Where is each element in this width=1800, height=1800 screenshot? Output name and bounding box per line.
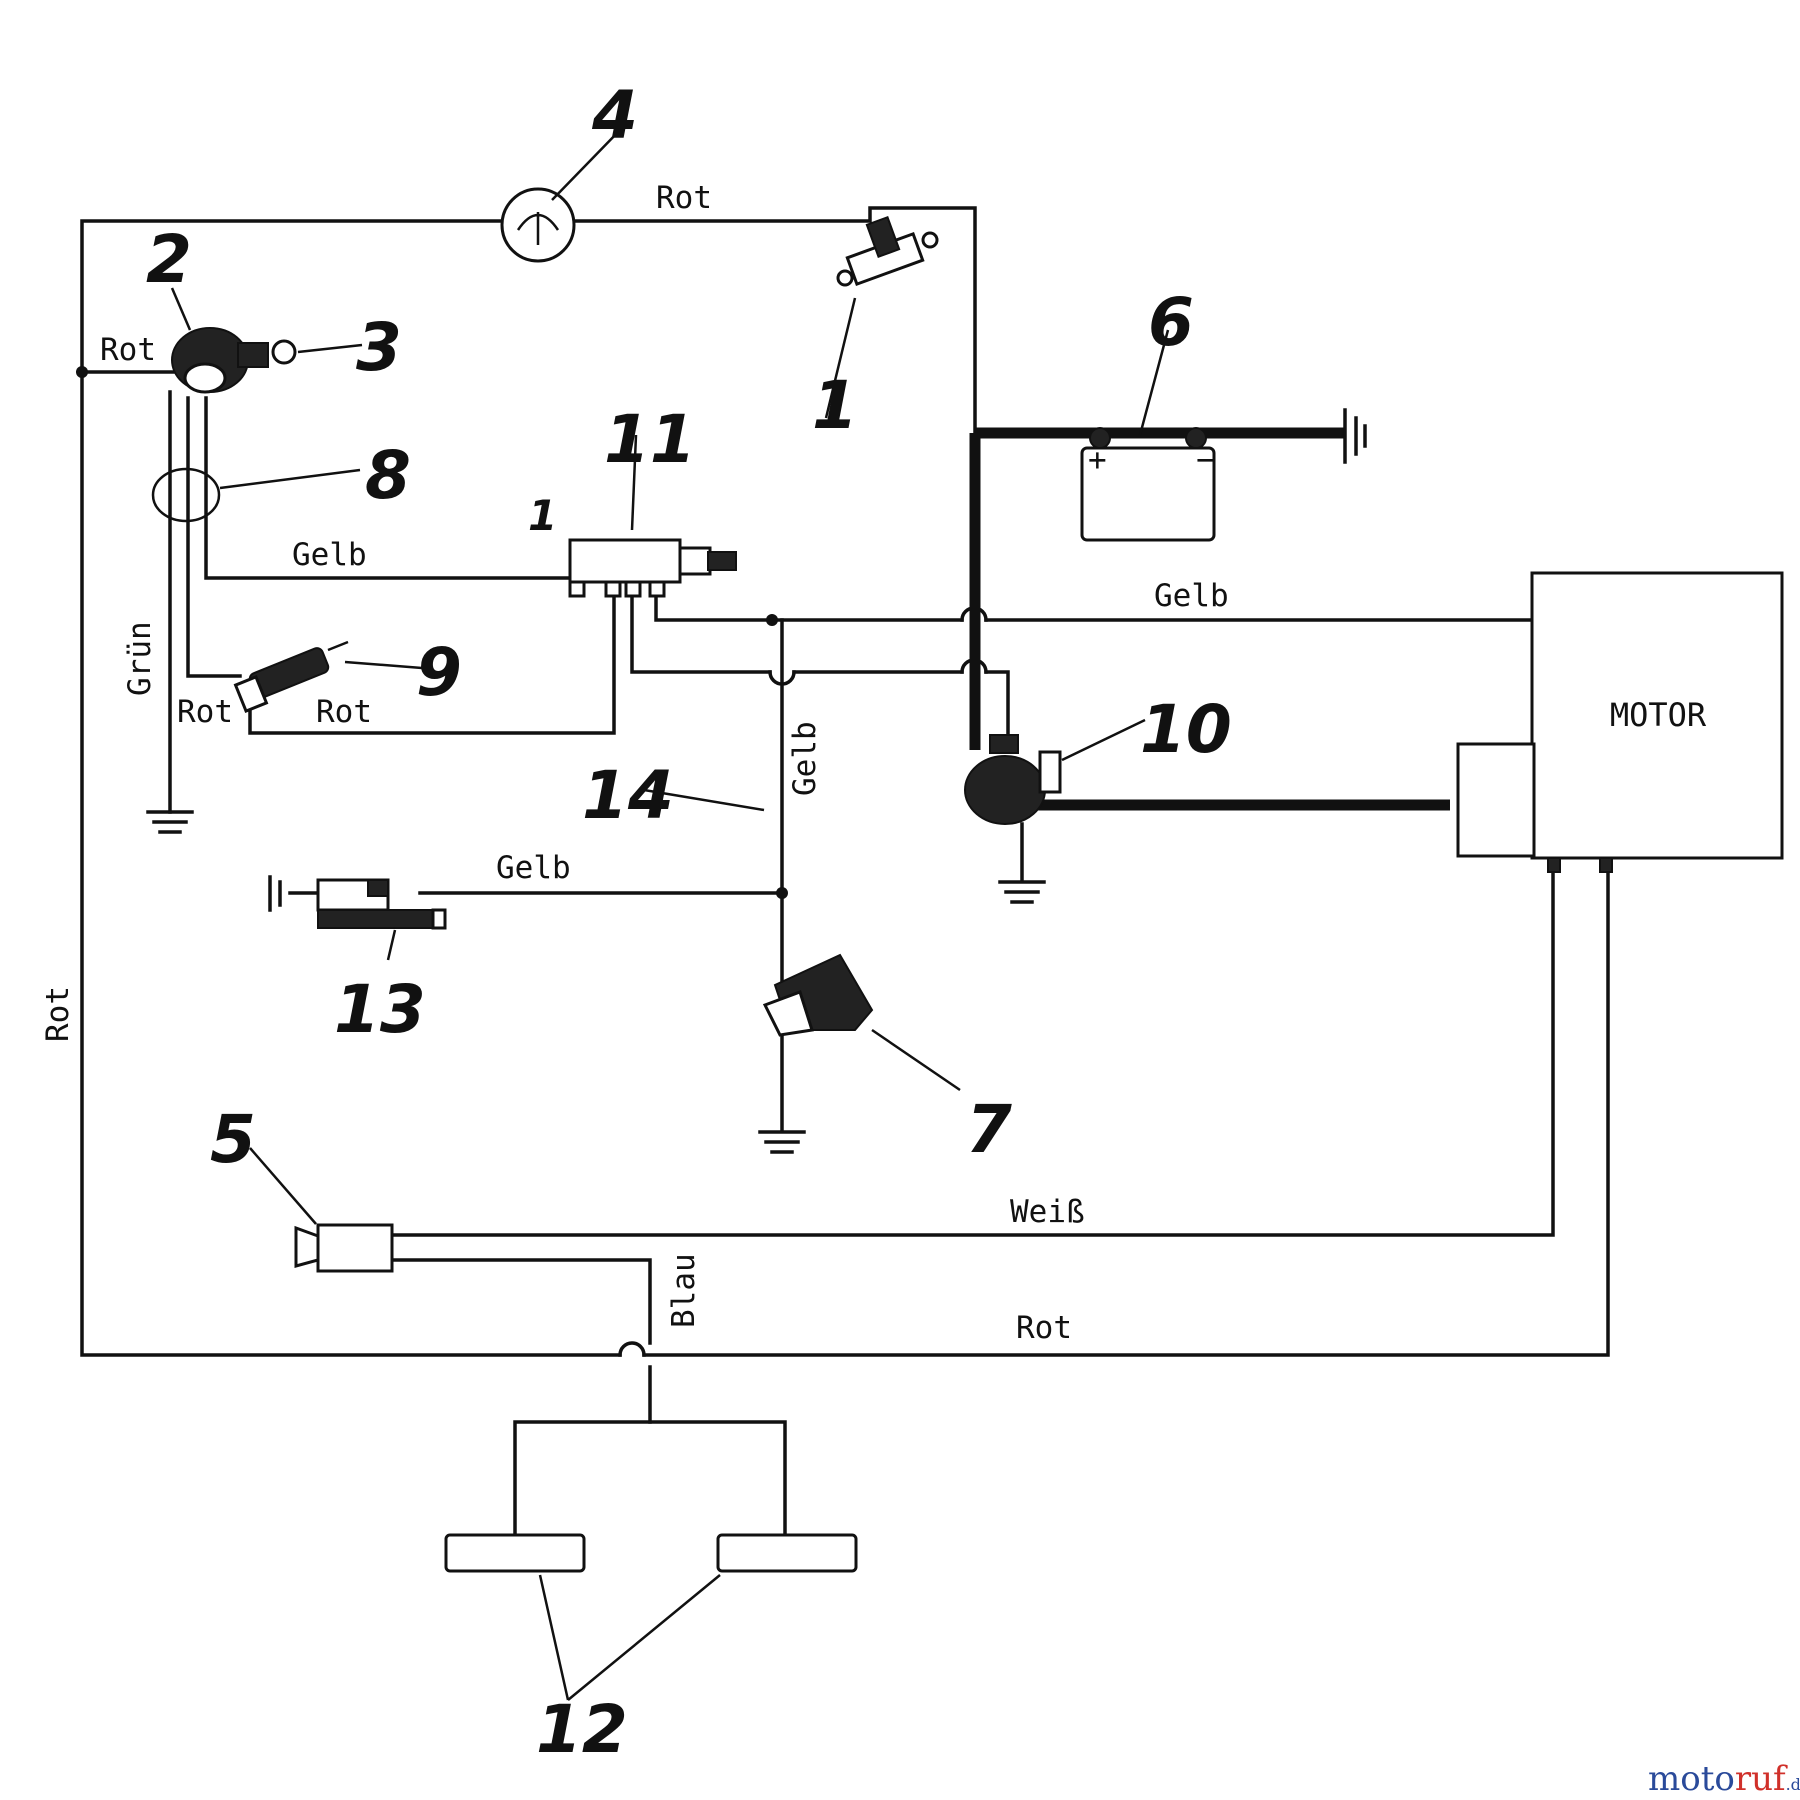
indicator-lamp [500, 187, 576, 263]
label-11: 11 [604, 401, 696, 478]
wire-labels: Rot Rot Gelb Grün Rot Rot Gelb Gelb Gelb… [40, 180, 1229, 1346]
label-4: 4 [591, 77, 638, 154]
safety-switch [762, 953, 874, 1037]
junction-left [76, 366, 88, 378]
wire-label-rot-top: Rot [656, 180, 712, 216]
headlight-right [716, 1533, 858, 1573]
headlights [444, 1533, 858, 1573]
pto-switch [568, 538, 737, 598]
junction-gelb-top [766, 614, 778, 626]
label-2: 2 [146, 221, 192, 298]
label-8: 8 [365, 437, 411, 514]
wire-label-rot-ignition: Rot [100, 332, 156, 368]
key-icon [271, 339, 297, 365]
wire-label-gelb-motor: Gelb [1154, 578, 1229, 614]
wire-label-rot-left: Rot [40, 986, 76, 1042]
wire-label-rot-plug-right: Rot [316, 694, 372, 730]
junctions [76, 366, 788, 899]
wire-lamps [513, 1420, 787, 1537]
wire-switch-low [630, 583, 772, 674]
wire-top-right [556, 206, 977, 435]
battery-plus: + [1088, 442, 1107, 478]
wire-label-gelb-switch: Gelb [292, 537, 367, 573]
spark-plug [233, 640, 349, 714]
battery: + − [1080, 427, 1216, 542]
wire-weiss [390, 864, 1555, 1237]
wire-label-gruen: Grün [122, 621, 158, 696]
wire-blau [390, 1258, 652, 1345]
wire-to-solenoid [984, 670, 1010, 747]
wire-label-gelb-13: Gelb [496, 850, 571, 886]
label-1: 1 [812, 367, 858, 444]
wire-label-blau: Blau [666, 1253, 702, 1328]
ground-gruen [146, 810, 194, 834]
battery-minus: − [1196, 442, 1215, 478]
ground-switch-7 [758, 1130, 806, 1154]
label-14: 14 [582, 757, 674, 834]
ground-solenoid [998, 880, 1046, 904]
starter-solenoid [964, 734, 1062, 882]
wires [80, 206, 1610, 1537]
ignition-switch [171, 327, 297, 394]
wire-label-rot-plug-left: Rot [177, 694, 233, 730]
wire-rot-plug [186, 396, 242, 678]
motor-label: MOTOR [1610, 696, 1707, 734]
wire-left-rot [80, 370, 622, 1357]
label-9: 9 [416, 634, 462, 711]
label-6: 6 [1148, 284, 1194, 361]
leaders [170, 129, 1170, 1701]
motor-block: MOTOR [1456, 571, 1784, 873]
brake-sensor [268, 875, 447, 930]
wire-gelb-switch [204, 396, 577, 580]
label-12: 12 [536, 1691, 628, 1768]
wire-switch-gelb [654, 583, 964, 622]
headlight-left [444, 1533, 586, 1573]
switch-mark: 1 [528, 491, 557, 540]
wire-label-rot-bottom: Rot [1016, 1310, 1072, 1346]
label-7: 7 [966, 1091, 1012, 1168]
wire-bottom-rot [642, 864, 1610, 1357]
wire-bottom-hop [618, 1341, 646, 1357]
horn-relay [294, 1223, 394, 1273]
svg-text:motoruf.de: motoruf.de [1648, 1759, 1800, 1799]
seat-switch [836, 215, 939, 287]
label-5: 5 [210, 1101, 256, 1178]
wire-top-left [80, 219, 520, 374]
brand-name-part1: moto [1648, 1759, 1735, 1799]
brand-watermark: motoruf.de [1648, 1759, 1800, 1799]
component-numbers: 1 2 3 4 5 6 7 8 9 10 11 12 13 14 1 [146, 77, 1232, 1768]
brand-name-part2: ruf [1735, 1759, 1788, 1799]
brand-suffix: .de [1786, 1775, 1800, 1794]
cable-bundle-ring [151, 467, 221, 523]
label-13: 13 [334, 971, 426, 1048]
label-10: 10 [1140, 691, 1232, 768]
ground-battery [1343, 408, 1367, 464]
wire-label-gelb-vertical: Gelb [787, 721, 823, 796]
junction-gelb-13 [776, 887, 788, 899]
wire-label-weiss: Weiß [1010, 1194, 1085, 1230]
label-3: 3 [356, 309, 402, 386]
wire-rot-plug-return [248, 583, 616, 735]
